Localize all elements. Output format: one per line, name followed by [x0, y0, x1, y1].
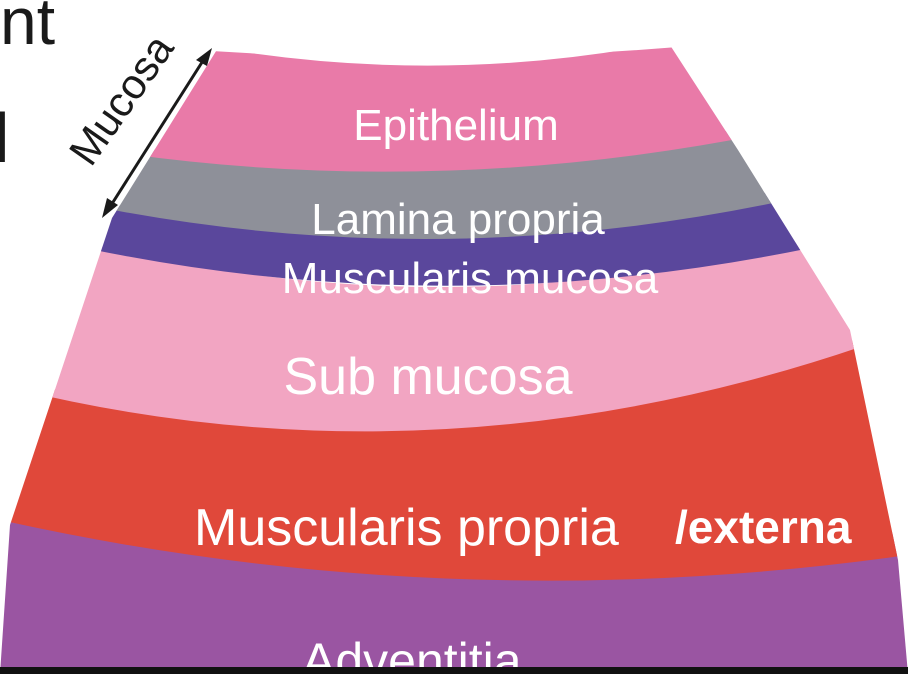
cropped-text-fragment-top: nt	[0, 0, 55, 58]
muscularis-propria-label: Muscularis propria	[194, 499, 619, 557]
muscularis-mucosa-band	[0, 150, 908, 286]
muscularis-propria-band	[0, 320, 908, 581]
epithelium-label: Epithelium	[353, 101, 558, 150]
lamina-propria-label: Lamina propria	[311, 195, 605, 244]
muscularis-mucosa-label: Muscularis mucosa	[282, 254, 659, 303]
sub-mucosa-band	[0, 210, 908, 432]
mucosa-bracket	[102, 48, 212, 218]
externa-suffix-label: /externa	[675, 501, 852, 553]
sub-mucosa-label: Sub mucosa	[283, 348, 572, 406]
lamina-propria-band	[0, 85, 908, 239]
bottom-divider	[0, 667, 908, 674]
cropped-text-fragment-side: l	[0, 99, 10, 177]
